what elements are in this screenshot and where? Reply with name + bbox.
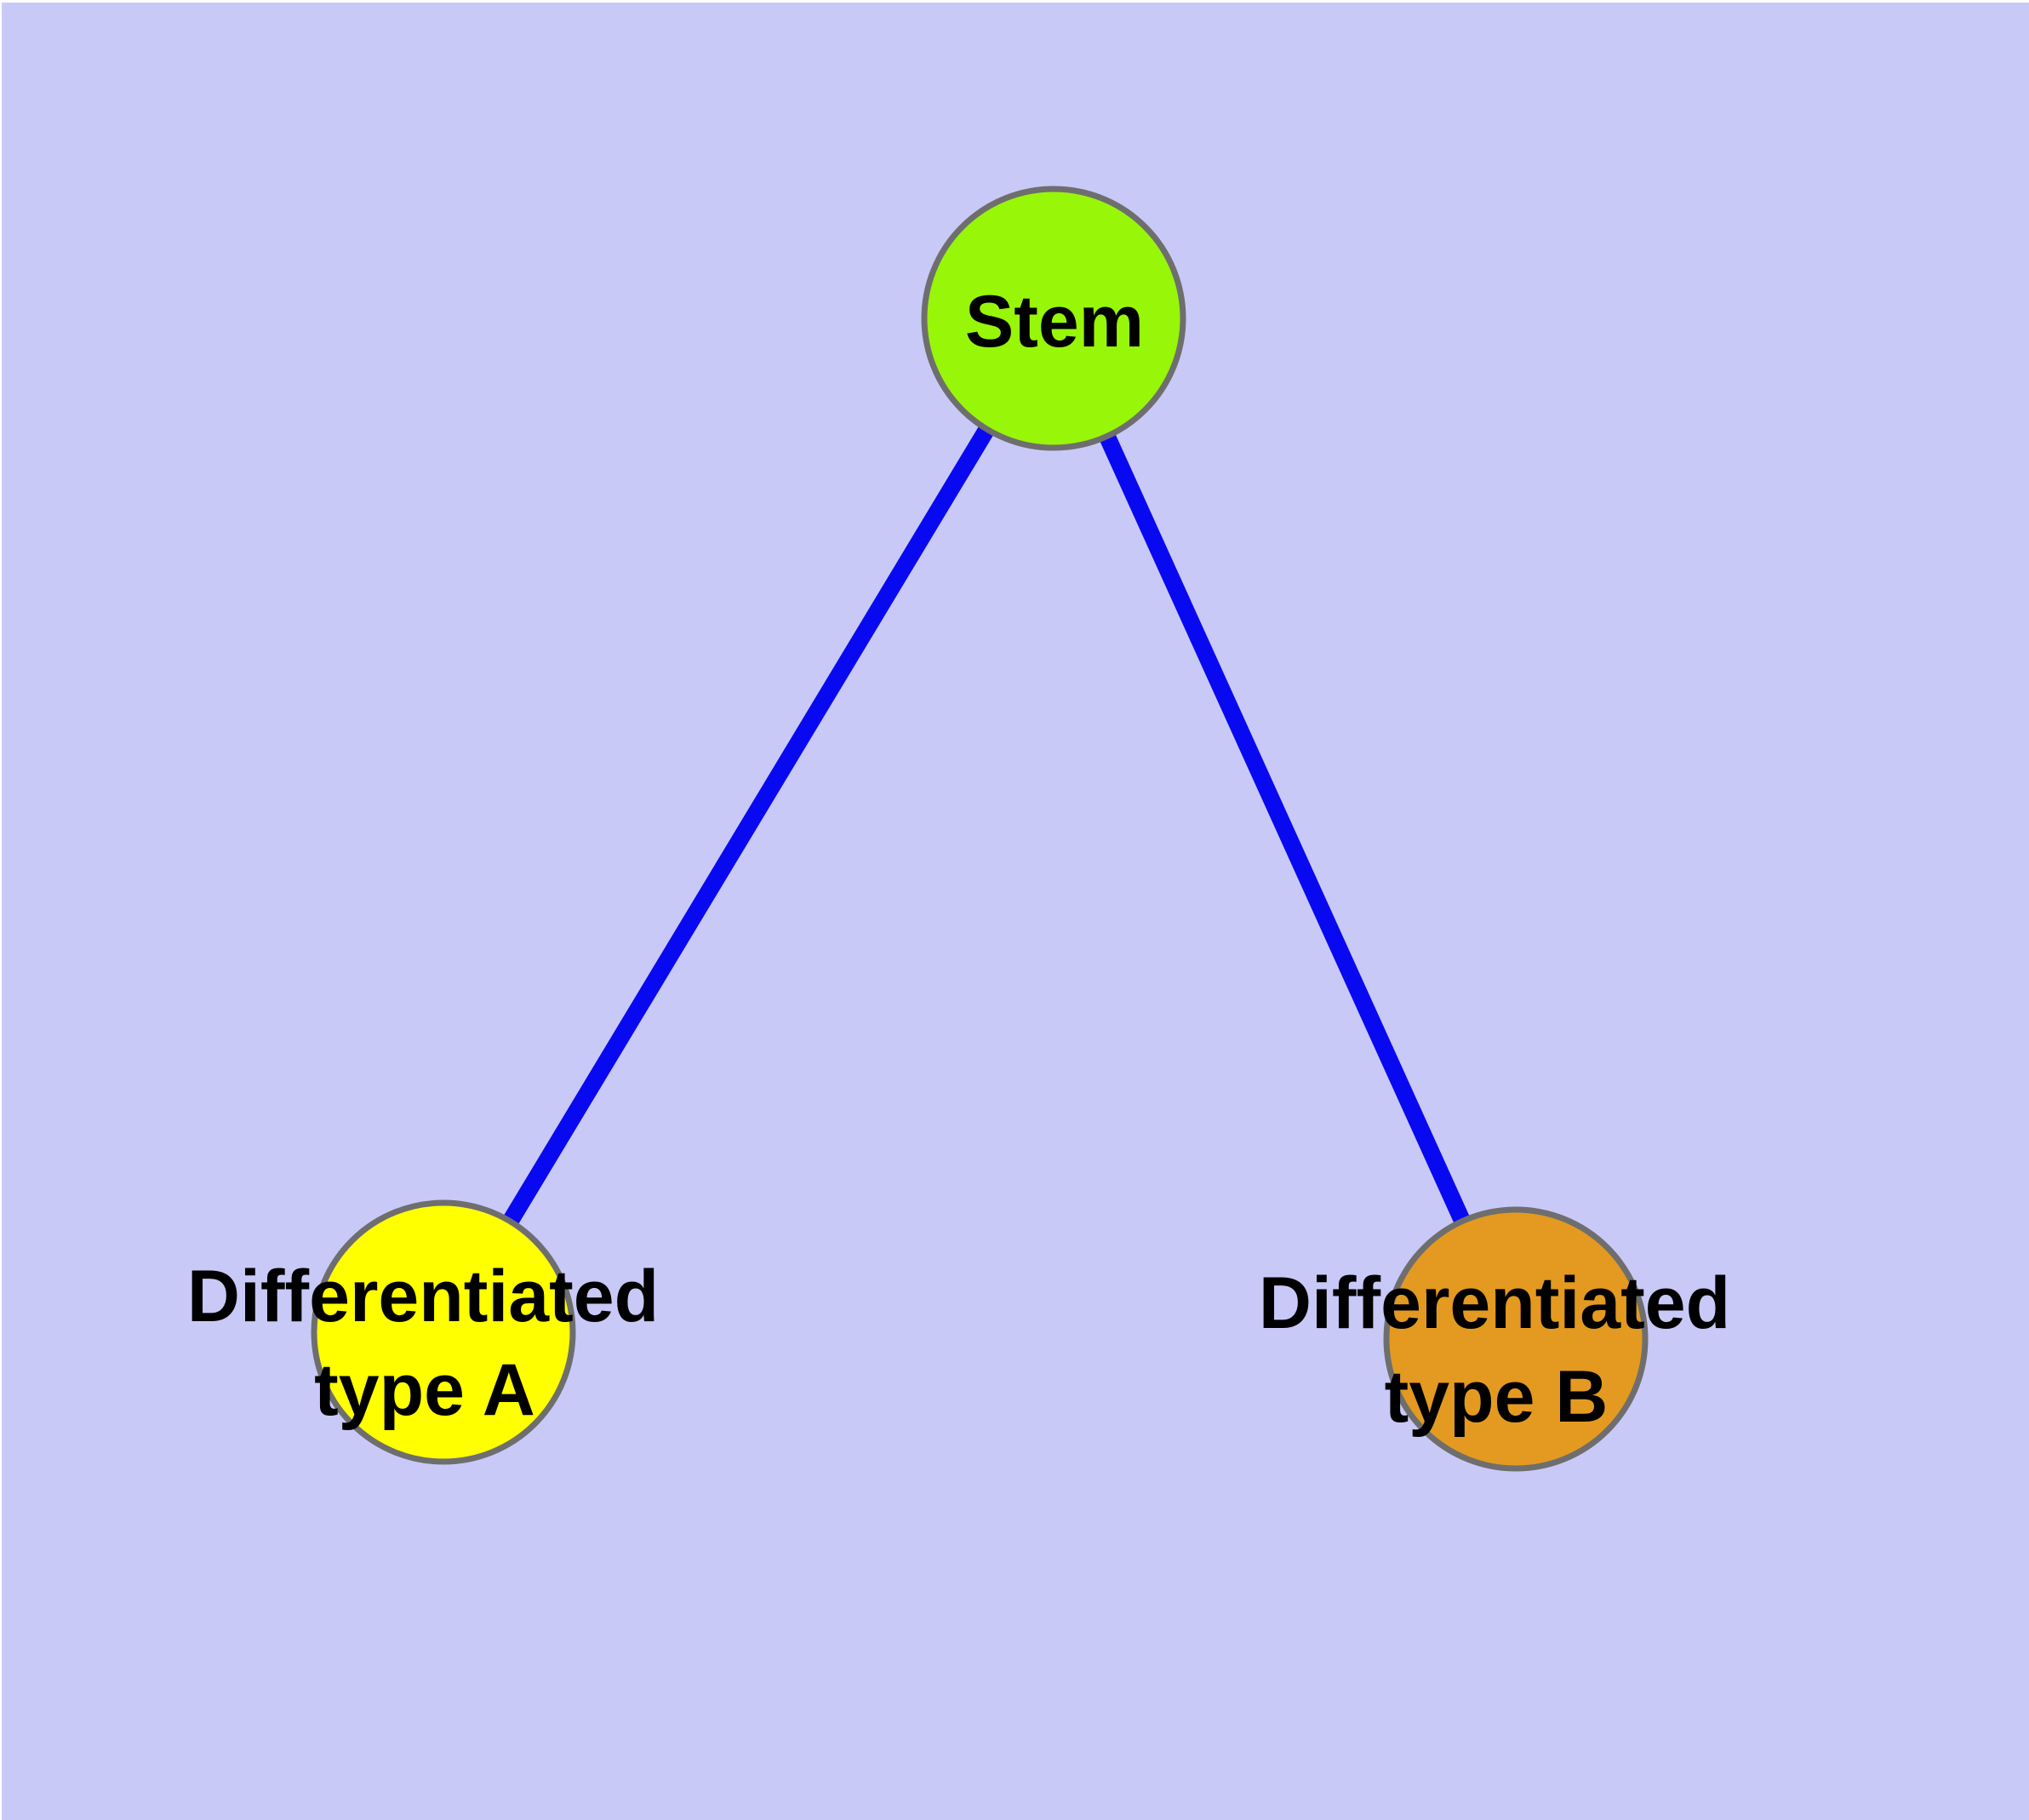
node-type-a-label-line-2: type A [314,1349,535,1431]
node-stem [921,186,1186,451]
node-type-b-label-line-2: type B [1385,1356,1609,1438]
edge-stem-to-type-a [436,313,1061,1337]
node-type-a [311,1199,576,1465]
node-type-a-label-line-1: Differentiated [187,1256,659,1337]
node-type-b-label-line-1: Differentiated [1259,1262,1730,1344]
edge-stem-to-type-b [1045,314,1524,1343]
node-type-b [1383,1206,1649,1472]
node-stem-label: Stem [965,281,1144,363]
